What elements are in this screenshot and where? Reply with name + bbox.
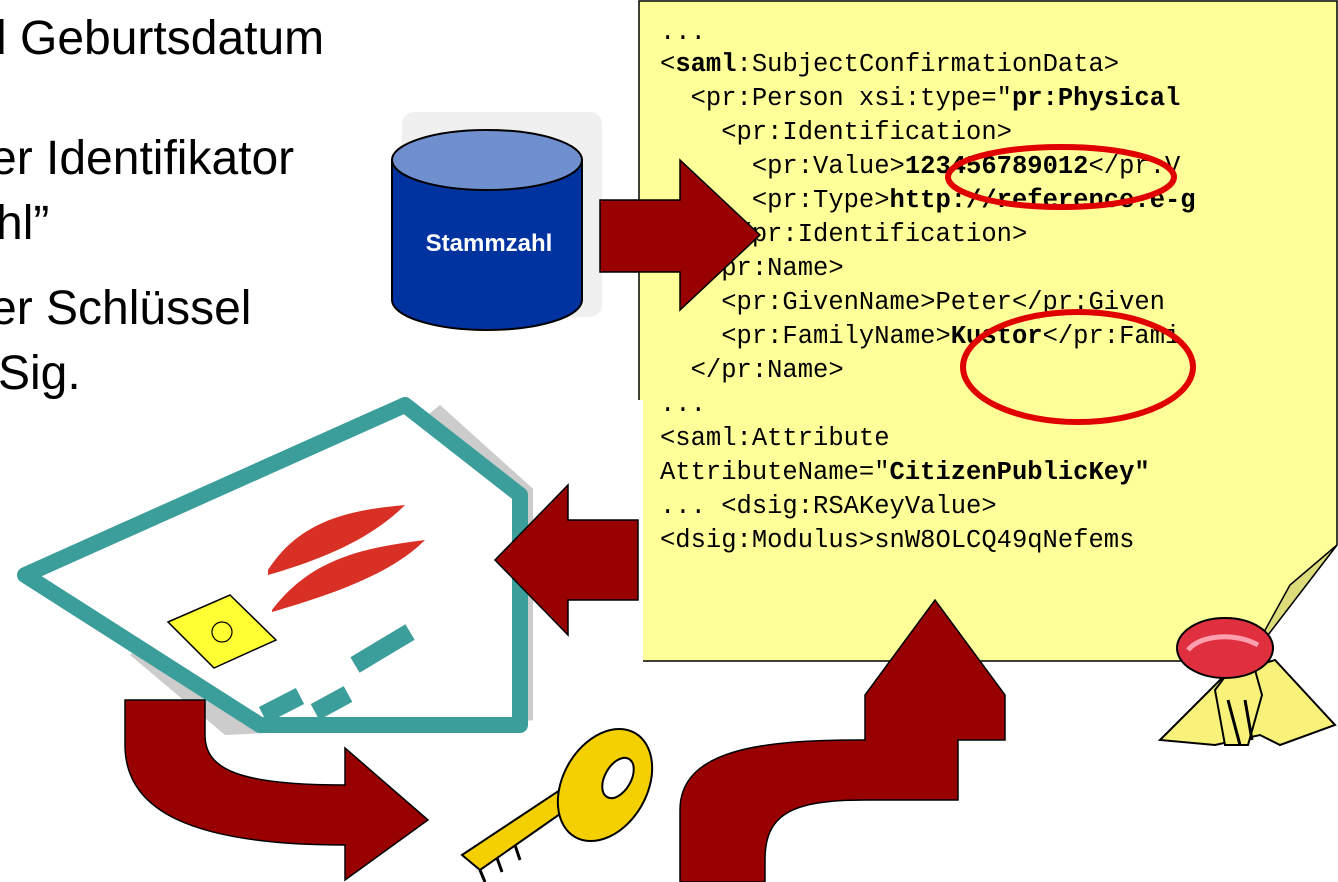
arrow-up-icon [679,598,1006,882]
bullet-number: hl” [0,197,50,250]
code-line: ... [660,18,706,47]
bullet-identifier: er Identifikator [0,132,295,185]
database-label: Stammzahl [425,230,553,257]
code-line: <pr:Person xsi:type="pr:Physical [660,84,1181,113]
bullet-key: er Schlüssel [0,282,252,335]
arrow-left-icon [493,483,639,637]
seal-stamp-icon [1157,617,1337,747]
highlight-ring-stammzahl [945,144,1177,210]
key-icon [460,727,654,882]
database-icon [391,112,602,331]
code-line: </pr:Identification> [660,220,1028,249]
arrow-right-icon [599,158,762,312]
arrow-down-right-icon [124,699,430,882]
code-line: <pr:Type>http://reference.e-g [660,186,1196,215]
code-line: <saml:Attribute [660,424,890,453]
bullet-sig: Sig. [0,347,81,400]
code-line: ... [660,390,706,419]
code-line: <pr:Identification> [660,118,1012,147]
code-line: <saml:SubjectConfirmationData> [660,50,1120,79]
bullet-birthdate: l Geburtsdatum [0,12,325,65]
code-line: ... <dsig:RSAKeyValue> [660,492,997,521]
code-line: </pr:Name> [660,356,844,385]
smart-card-icon [17,397,643,740]
highlight-ring-familyname [960,309,1196,425]
code-line: <dsig:Modulus>snW8OLCQ49qNefems [660,526,1135,555]
code-line: AttributeName="CitizenPublicKey" [660,458,1150,487]
